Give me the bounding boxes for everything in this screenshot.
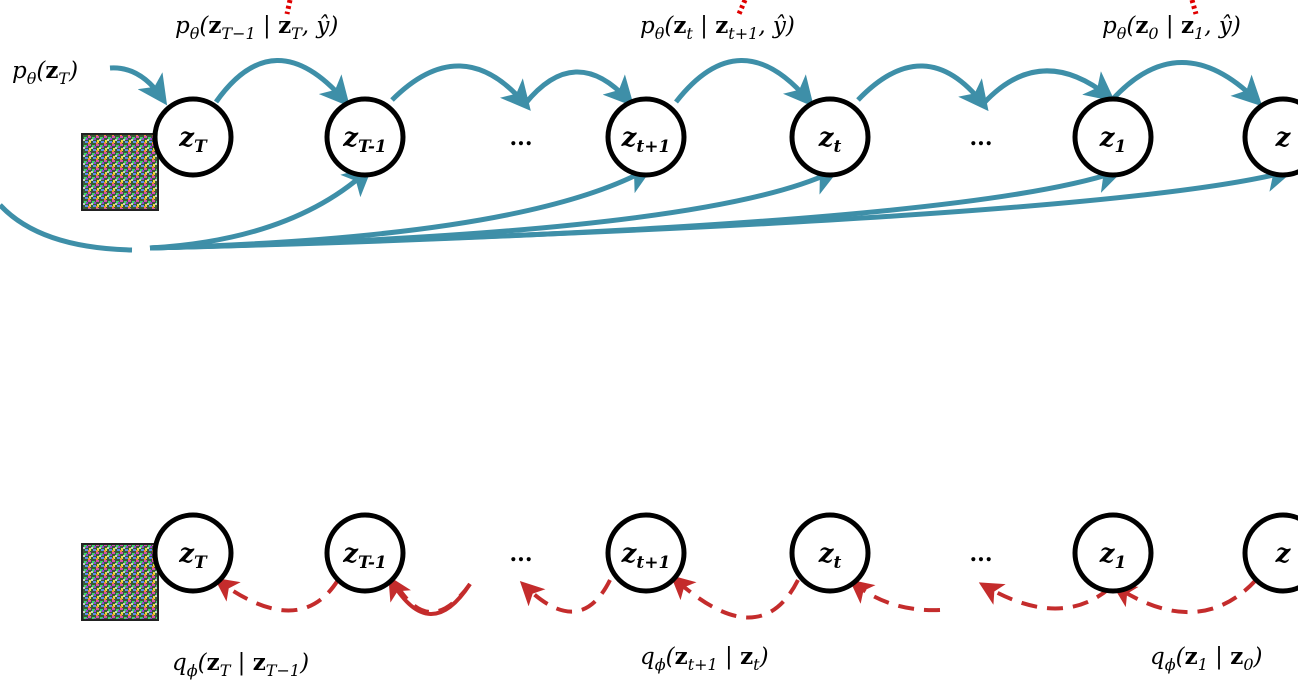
inference-formulas: qϕ(zT | zT−1) qϕ(zt+1 | zt) qϕ(z1 | z0): [172, 643, 1262, 680]
inf-node-zt1: zt+1: [605, 512, 687, 594]
gen-node-zTm1: zT-1: [324, 96, 406, 178]
inf-node-z1: z1: [1072, 512, 1154, 594]
noise-image-bottom: [81, 543, 159, 621]
generative-nodes: zT zT-1... zt+1 zt... z1 z: [152, 96, 1298, 178]
inf-node-label: z1: [1099, 539, 1127, 573]
gen-node-label: zT-1: [342, 123, 387, 157]
gen-node-zt: zt: [789, 96, 871, 178]
inf-node-label: z: [1275, 539, 1292, 569]
gen-node-label: zt: [818, 123, 842, 157]
gen-node-circle: [1242, 96, 1298, 178]
inf-node-zt: zt: [789, 512, 871, 594]
inference-arrows: [214, 575, 1258, 620]
inference-transition-formula: qϕ(z1 | z0): [1150, 643, 1262, 674]
inf-node-label: zt: [818, 539, 842, 573]
inf-ellipsis: ...: [970, 541, 993, 567]
inference-transition-formula: qϕ(zT | zT−1): [172, 649, 309, 680]
inf-node-z0: z: [1242, 512, 1298, 594]
inference-nodes: zT zT-1... zt+1 zt... z1 z: [152, 512, 1298, 594]
inf-node-zTm1: zT-1: [324, 512, 406, 594]
generative-transition-formula: pθ(zT−1 | zT, ŷ): [175, 12, 338, 43]
gen-node-label: z: [1275, 123, 1292, 153]
gen-ellipsis: ...: [510, 125, 533, 151]
gen-ellipsis: ...: [970, 125, 993, 151]
inf-node-circle: [324, 512, 406, 594]
inf-node-circle: [1242, 512, 1298, 594]
gen-node-z1: z1: [1072, 96, 1154, 178]
inf-node-label: zT: [178, 539, 208, 573]
generative-transition-formula: pθ(z0 | z1, ŷ): [1102, 12, 1241, 43]
gen-node-circle: [324, 96, 406, 178]
inference-transition-formula: qϕ(zt+1 | zt): [640, 643, 769, 674]
inf-node-circle: [605, 512, 687, 594]
inf-node-circle: [1072, 512, 1154, 594]
noise-image-top: [81, 133, 159, 211]
gen-node-zt1: zt+1: [605, 96, 687, 178]
gen-node-label: zt+1: [621, 123, 671, 157]
prior-formula: pθ(zT): [12, 57, 78, 88]
gen-node-circle: [1072, 96, 1154, 178]
gen-node-z0: z: [1242, 96, 1298, 178]
inf-ellipsis: ...: [510, 541, 533, 567]
inf-node-label: zt+1: [621, 539, 671, 573]
generative-arrows: [0, 58, 1295, 253]
gen-node-label: zT: [178, 123, 208, 157]
generative-transition-formula: pθ(zt | zt+1, ŷ): [640, 12, 795, 43]
gen-node-circle: [152, 96, 234, 178]
gen-node-label: z1: [1099, 123, 1127, 157]
inf-node-zT: zT: [152, 512, 234, 594]
inf-node-circle: [152, 512, 234, 594]
gen-node-zT: zT: [152, 96, 234, 178]
inf-node-circle: [789, 512, 871, 594]
gen-node-circle: [789, 96, 871, 178]
inf-node-label: zT-1: [342, 539, 387, 573]
dotted-accents: [284, 0, 1199, 15]
generative-formulas: pθ(zT) pθ(zT−1 | zT, ŷ) pθ(zt | zt+1, ŷ) pθ…: [12, 12, 1241, 88]
gen-node-circle: [605, 96, 687, 178]
